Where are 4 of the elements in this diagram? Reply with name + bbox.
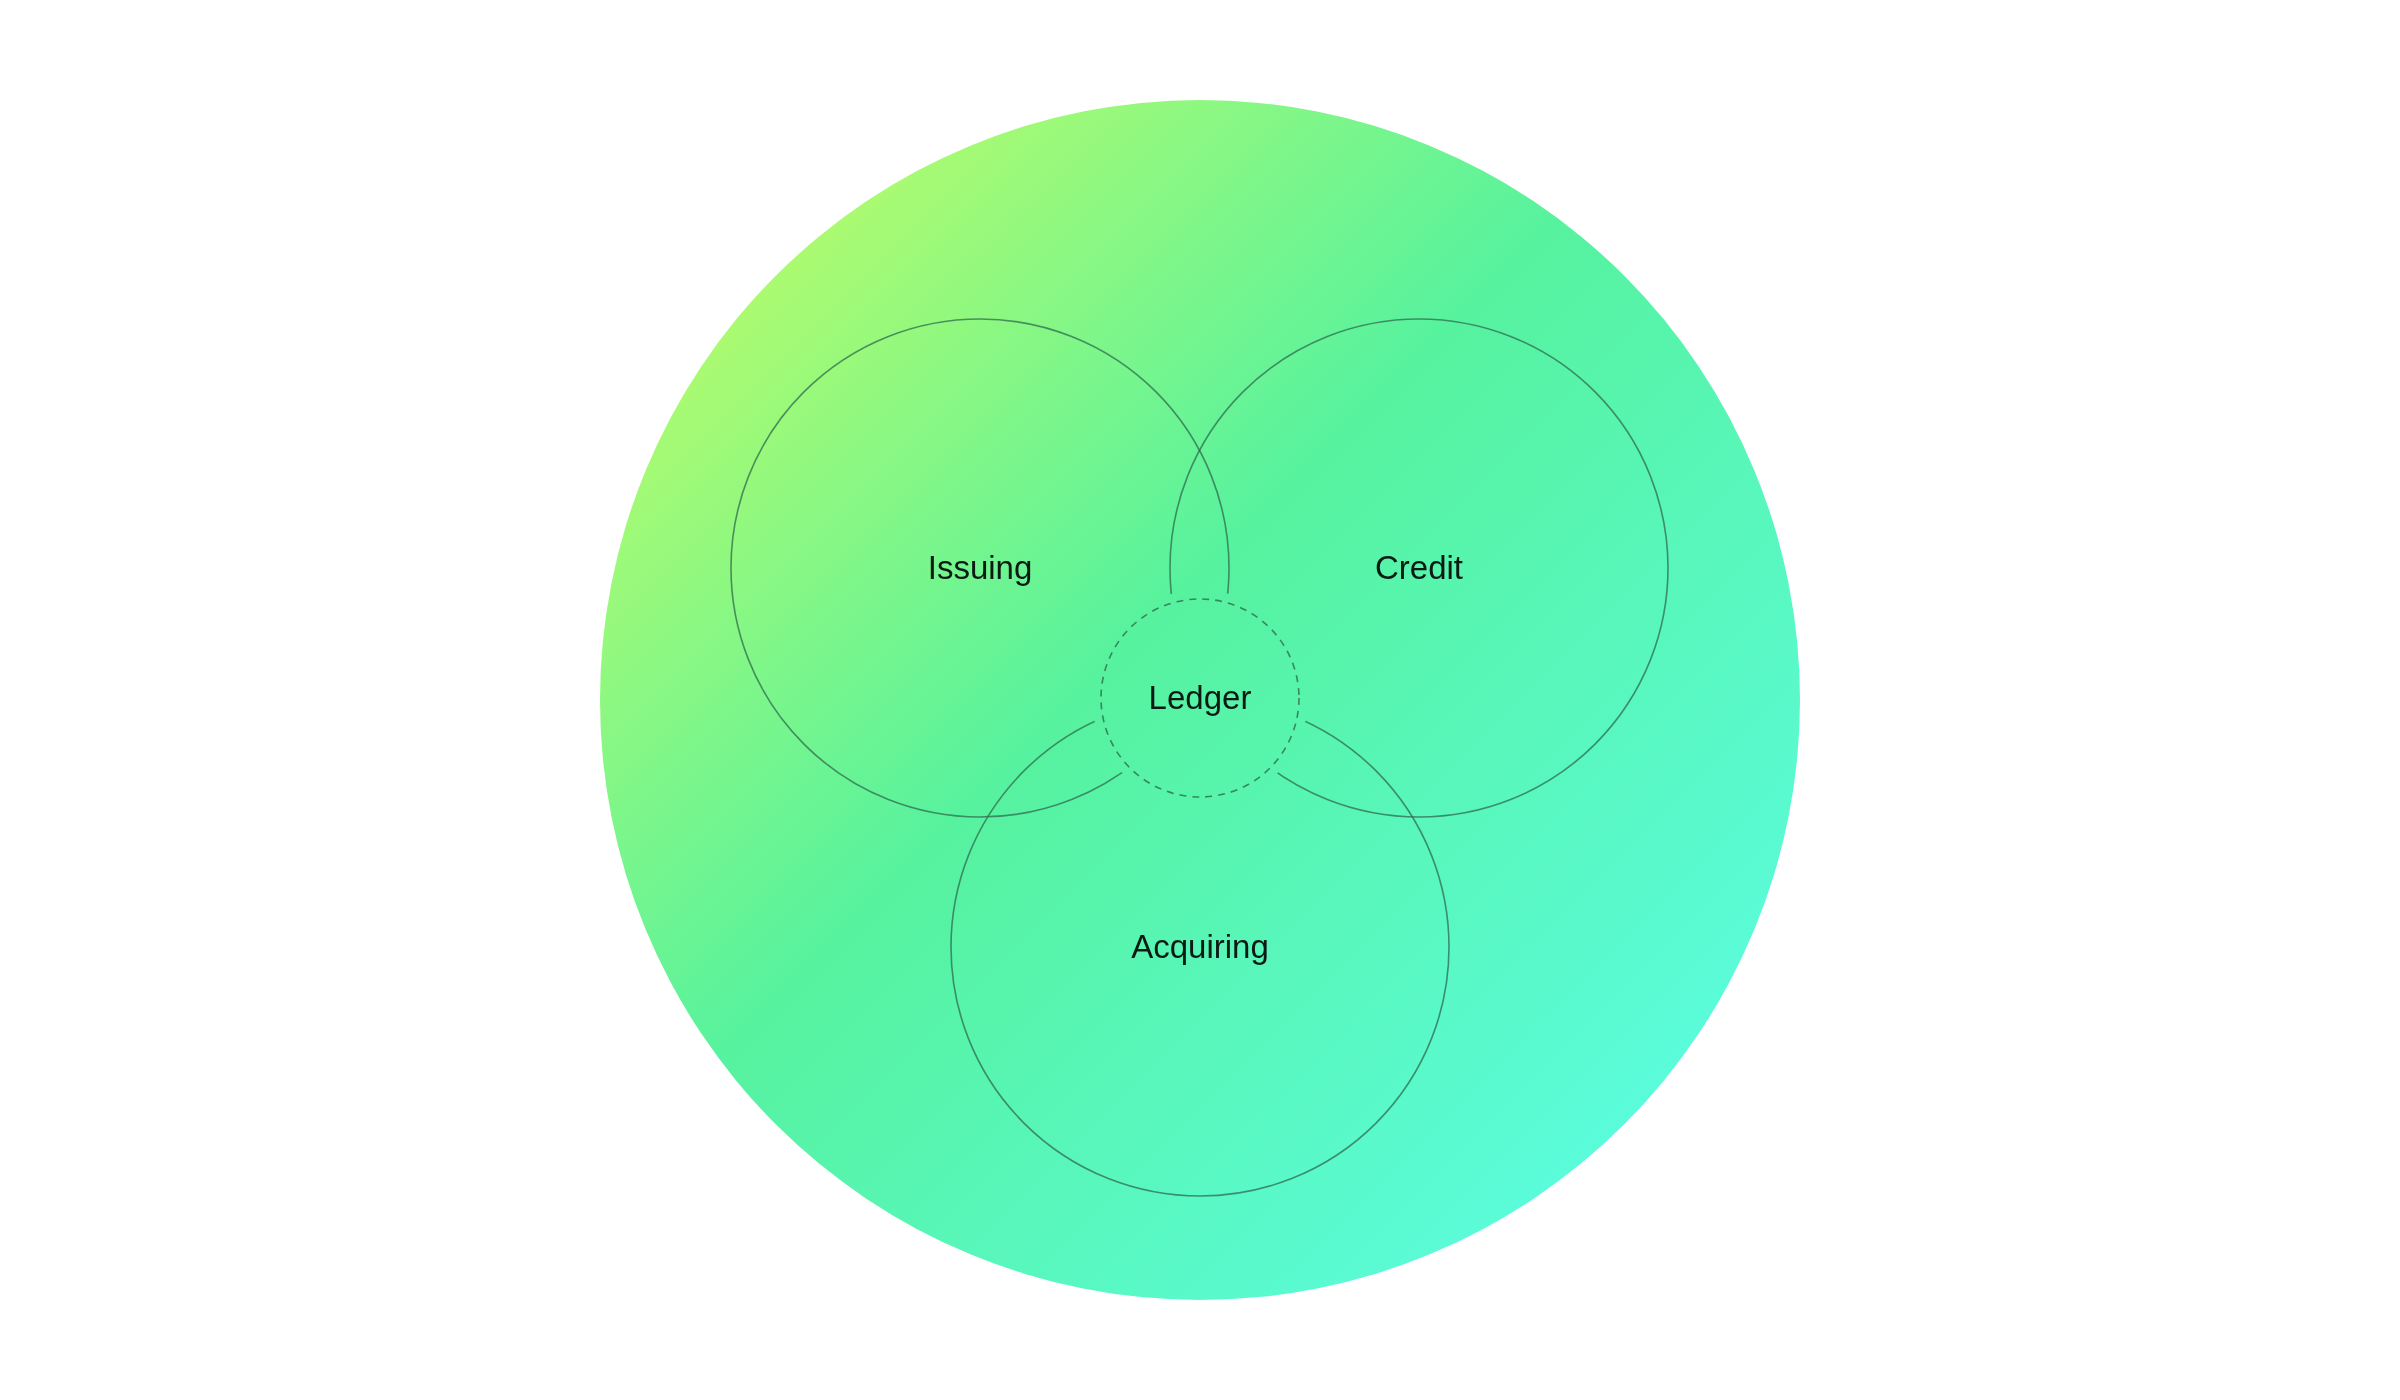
circle-label: Credit [1375, 549, 1463, 587]
circle-label: Acquiring [1131, 928, 1269, 966]
circle-label: Ledger [1148, 679, 1252, 717]
circle-label: Issuing [927, 549, 1033, 587]
